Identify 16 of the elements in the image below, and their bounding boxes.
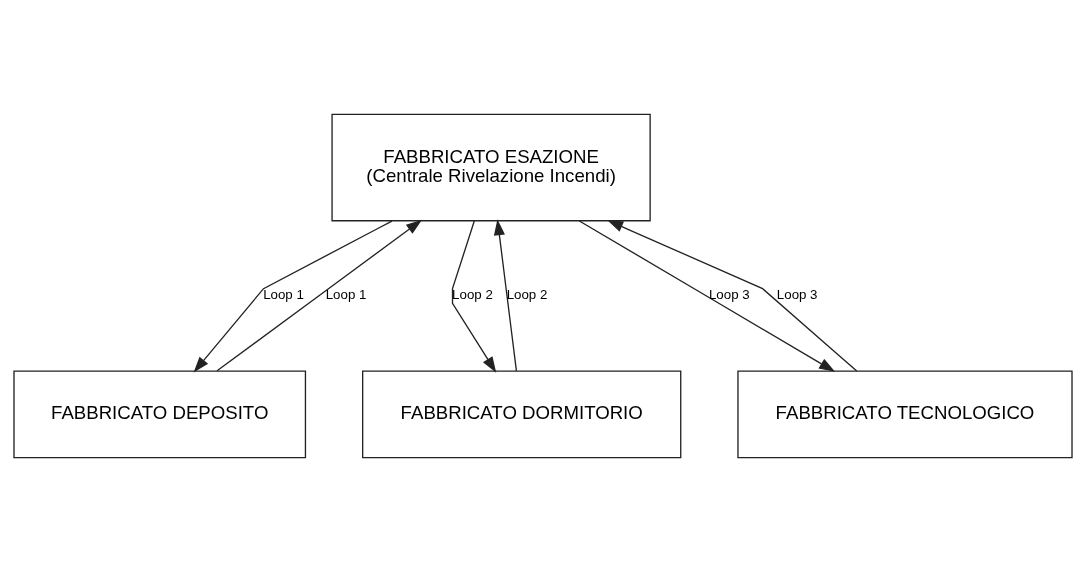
edge-label: Loop 1 <box>263 286 304 302</box>
arrow <box>451 219 497 373</box>
edge-label: Loop 2 <box>506 286 548 302</box>
node-box: FABBRICATO DORMITORIO <box>362 370 682 458</box>
arrow <box>607 219 858 372</box>
edge-label: Loop 3 <box>776 286 818 302</box>
arrow <box>493 218 518 372</box>
node-box: FABBRICATO ESAZIONE (Centrale Rivelazione Incendi) <box>331 113 651 221</box>
edge-label: Loop 3 <box>708 286 750 302</box>
edge-label: Loop 1 <box>325 286 367 302</box>
arrow <box>193 219 393 372</box>
edge-label: Loop 2 <box>452 286 493 302</box>
arrow <box>216 219 423 371</box>
arrow <box>578 219 836 372</box>
node-box: FABBRICATO TECNOLOGICO <box>737 370 1073 458</box>
node-box: FABBRICATO DEPOSITO <box>13 370 307 458</box>
